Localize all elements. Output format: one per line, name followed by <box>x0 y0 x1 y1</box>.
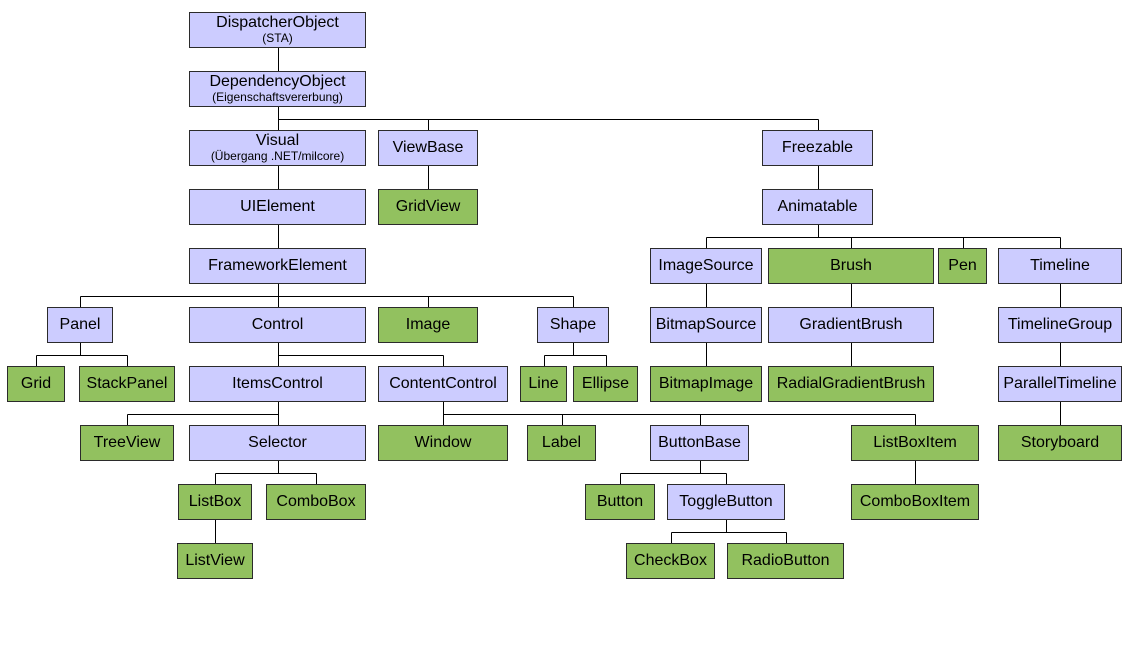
node-line: Line <box>520 366 567 402</box>
node-label: Brush <box>830 256 872 274</box>
node-label: ParallelTimeline <box>1003 374 1117 392</box>
node-label: TimelineGroup <box>1007 315 1113 333</box>
node-listbox: ListBox <box>178 484 252 520</box>
node-uielement: UIElement <box>189 189 366 225</box>
node-imagesource: ImageSource <box>650 248 762 284</box>
node-label: Selector <box>248 433 307 451</box>
node-brush: Brush <box>768 248 934 284</box>
node-label: Storyboard <box>1020 433 1100 451</box>
node-gridview: GridView <box>378 189 478 225</box>
node-dependencyobject: DependencyObject (Eigenschaftsvererbung) <box>189 71 366 107</box>
node-label: ImageSource <box>658 256 754 274</box>
node-label: Timeline <box>1030 256 1090 274</box>
node-sublabel: (STA) <box>262 31 293 46</box>
node-label: DispatcherObject <box>216 14 339 32</box>
node-control: Control <box>189 307 366 343</box>
node-label: ListBox <box>188 492 242 510</box>
node-label: RadioButton <box>741 551 830 569</box>
node-stackpanel: StackPanel <box>79 366 175 402</box>
node-label: Ellipse <box>581 374 630 392</box>
node-paralleltimeline: ParallelTimeline <box>998 366 1122 402</box>
node-label: ViewBase <box>392 138 464 156</box>
node-frameworkelement: FrameworkElement <box>189 248 366 284</box>
node-label: Visual <box>255 132 300 150</box>
node-checkbox: CheckBox <box>626 543 715 579</box>
node-label: DependencyObject <box>209 73 346 91</box>
node-label: Freezable <box>781 138 854 156</box>
node-listview: ListView <box>177 543 253 579</box>
node-label: ButtonBase <box>658 433 741 451</box>
node-animatable: Animatable <box>762 189 873 225</box>
node-bitmapsource: BitmapSource <box>650 307 762 343</box>
node-label-class: Label <box>527 425 596 461</box>
node-panel: Panel <box>47 307 113 343</box>
node-timelinegroup: TimelineGroup <box>998 307 1122 343</box>
node-label: ContentControl <box>389 374 497 392</box>
node-ellipse: Ellipse <box>573 366 638 402</box>
node-visual: Visual (Übergang .NET/milcore) <box>189 130 366 166</box>
node-window: Window <box>378 425 508 461</box>
node-label: StackPanel <box>86 374 168 392</box>
node-grid: Grid <box>7 366 65 402</box>
node-label: Image <box>405 315 451 333</box>
node-buttonbase: ButtonBase <box>650 425 749 461</box>
node-label: BitmapSource <box>655 315 757 333</box>
node-pen: Pen <box>938 248 987 284</box>
node-storyboard: Storyboard <box>998 425 1122 461</box>
node-label: ComboBoxItem <box>859 492 971 510</box>
node-contentcontrol: ContentControl <box>378 366 508 402</box>
node-combobox: ComboBox <box>266 484 366 520</box>
node-label: GridView <box>395 197 461 215</box>
node-label: TreeView <box>93 433 161 451</box>
node-listboxitem: ListBoxItem <box>851 425 979 461</box>
node-label: Animatable <box>777 197 858 215</box>
node-label: FrameworkElement <box>208 256 347 274</box>
node-label: Window <box>414 433 472 451</box>
node-label: ComboBox <box>276 492 356 510</box>
node-sublabel: (Eigenschaftsvererbung) <box>212 90 343 105</box>
node-label: ListView <box>185 551 245 569</box>
node-viewbase: ViewBase <box>378 130 478 166</box>
node-timeline: Timeline <box>998 248 1122 284</box>
node-label: UIElement <box>240 197 315 215</box>
node-label: ToggleButton <box>679 492 773 510</box>
node-label: Pen <box>948 256 977 274</box>
node-comboboxitem: ComboBoxItem <box>851 484 979 520</box>
node-label: Control <box>251 315 304 333</box>
node-label: GradientBrush <box>799 315 903 333</box>
node-label: Shape <box>549 315 597 333</box>
node-label: ItemsControl <box>232 374 323 392</box>
node-gradientbrush: GradientBrush <box>768 307 934 343</box>
node-freezable: Freezable <box>762 130 873 166</box>
node-sublabel: (Übergang .NET/milcore) <box>210 149 345 164</box>
node-label: CheckBox <box>634 551 707 569</box>
node-button: Button <box>585 484 655 520</box>
node-radiobutton: RadioButton <box>727 543 844 579</box>
node-shape: Shape <box>537 307 609 343</box>
node-label: BitmapImage <box>658 374 754 392</box>
node-label: Label <box>541 433 582 451</box>
node-image: Image <box>378 307 478 343</box>
node-radialgradientbrush: RadialGradientBrush <box>768 366 934 402</box>
node-togglebutton: ToggleButton <box>667 484 785 520</box>
node-selector: Selector <box>189 425 366 461</box>
node-label: Panel <box>59 315 101 333</box>
node-label: ListBoxItem <box>873 433 957 451</box>
node-label: Button <box>596 492 644 510</box>
node-label: Line <box>528 374 559 392</box>
node-treeview: TreeView <box>80 425 174 461</box>
node-bitmapimage: BitmapImage <box>650 366 762 402</box>
node-dispatcherobject: DispatcherObject (STA) <box>189 12 366 48</box>
node-label: Grid <box>20 374 52 392</box>
node-label: RadialGradientBrush <box>776 374 926 392</box>
node-itemscontrol: ItemsControl <box>189 366 366 402</box>
